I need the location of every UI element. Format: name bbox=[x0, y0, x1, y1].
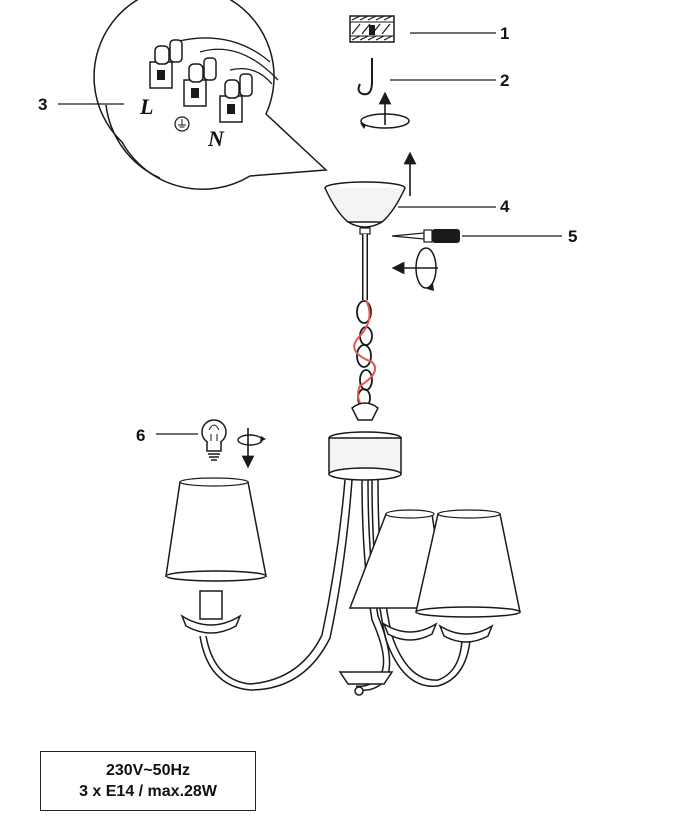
fixture-body bbox=[328, 402, 402, 481]
bulb-spec: 3 x E14 / max.28W bbox=[79, 783, 217, 800]
callout-number-2: 2 bbox=[500, 71, 509, 90]
canopy-icon bbox=[324, 181, 406, 235]
callout-number-3: 3 bbox=[38, 95, 47, 114]
light-bulb-icon bbox=[201, 419, 227, 461]
voltage-spec: 230V~50Hz bbox=[105, 762, 191, 779]
terminal-zoom-bubble bbox=[93, 0, 328, 190]
neutral-wire-label: N bbox=[207, 126, 225, 151]
live-wire-label: L bbox=[139, 94, 153, 119]
power-wire bbox=[353, 299, 376, 413]
callout-number-1: 1 bbox=[500, 24, 509, 43]
callout-number-5: 5 bbox=[568, 227, 577, 246]
lamp-shade-right bbox=[415, 509, 521, 643]
callout-number-4: 4 bbox=[500, 197, 510, 216]
hook-icon bbox=[357, 58, 373, 96]
turn-arrow-icon bbox=[391, 247, 438, 291]
terminal-block-icon bbox=[149, 37, 279, 123]
ceiling-mount-icon bbox=[349, 15, 395, 43]
bulb-rotate-arrow-icon bbox=[237, 428, 266, 469]
earth-symbol-icon bbox=[174, 116, 190, 132]
screw-icon bbox=[391, 229, 460, 243]
callout-number-6: 6 bbox=[136, 426, 145, 445]
lamp-shade-left bbox=[165, 477, 267, 634]
electrical-spec-box: 230V~50Hz 3 x E14 / max.28W bbox=[40, 751, 256, 811]
rotate-arrow-icon bbox=[360, 91, 410, 129]
